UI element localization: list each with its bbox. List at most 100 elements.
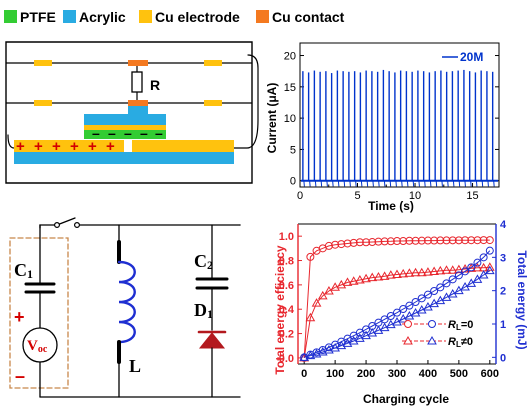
y-left-tick-label: 0.8 <box>279 256 294 268</box>
data-point-circle <box>343 239 352 248</box>
x-tick-label: 300 <box>388 368 406 380</box>
x-tick-label: 15 <box>466 190 478 202</box>
current-undershoot <box>481 180 484 187</box>
series-line <box>304 270 491 358</box>
data-point-circle <box>473 236 482 245</box>
energy-chart-y-right-tick-labels: 0 1 2 3 4 <box>500 219 507 364</box>
legend-label-acrylic: Acrylic <box>79 9 126 25</box>
data-point-triangle <box>330 282 340 291</box>
legend-label-ptfe: PTFE <box>20 9 56 25</box>
energy-chart-y-left-tick-labels: 0.0 0.2 0.4 0.6 0.8 1.0 <box>279 231 295 365</box>
data-point-circle <box>430 236 439 245</box>
current-undershoot <box>429 180 432 187</box>
inductor-label: L <box>129 356 141 376</box>
data-point-triangle <box>342 338 353 347</box>
data-point-circle <box>454 236 463 245</box>
resistor <box>131 71 143 93</box>
switch-contact-left[interactable] <box>53 222 60 229</box>
legend-label-rl-zero: RL=0 <box>448 319 473 332</box>
current-undershoot <box>343 180 346 187</box>
y-tick-label: 10 <box>284 113 296 125</box>
current-undershoot <box>464 180 466 187</box>
c2-label: C2 <box>194 251 213 272</box>
data-point-circle <box>485 236 494 245</box>
data-point-circle <box>386 312 395 320</box>
y-tick-label: 5 <box>290 144 296 156</box>
data-point-triangle <box>361 330 371 340</box>
y-left-tick-label: 0.6 <box>279 280 294 292</box>
current-undershoot <box>493 180 495 187</box>
data-point-circle <box>485 246 494 255</box>
diode-triangle <box>198 332 226 349</box>
data-point-circle <box>467 236 476 245</box>
positive-charge: + <box>70 138 79 155</box>
data-point-triangle <box>311 298 322 307</box>
data-point-triangle <box>361 273 371 283</box>
series-line <box>303 239 490 358</box>
data-point-triangle <box>454 264 464 274</box>
data-point-triangle <box>324 344 334 354</box>
schematic-outer-wire <box>5 41 253 184</box>
data-point-circle <box>374 237 383 246</box>
legend-marker-triangle-red <box>403 335 413 345</box>
data-point-circle <box>368 238 377 247</box>
data-point-triangle <box>355 333 365 342</box>
current-chart-ticks <box>299 55 499 187</box>
data-point-triangle <box>373 271 384 281</box>
current-chart: Current (μA) Time (s) 0 5 10 15 20 0 5 1… <box>265 42 500 213</box>
legend-swatch-ptfe <box>4 10 17 23</box>
current-undershoot <box>314 180 317 187</box>
x-tick-label: 5 <box>354 190 360 202</box>
current-chart-x-tick-labels: 0 5 10 15 <box>297 190 479 202</box>
cu-contact-top <box>128 60 148 66</box>
current-chart-plot <box>301 69 498 187</box>
data-point-circle <box>337 240 346 249</box>
data-point-circle <box>479 236 488 245</box>
current-undershoot <box>475 180 478 187</box>
data-point-circle <box>423 236 432 245</box>
contact-pad-tr <box>204 60 222 66</box>
data-point-circle <box>461 236 470 245</box>
data-point-triangle <box>305 312 316 322</box>
positive-charge: + <box>88 138 97 155</box>
current-undershoot <box>458 180 461 187</box>
data-point-triangle <box>348 335 359 345</box>
negative-charge: – <box>92 125 100 141</box>
current-chart-y-tick-labels: 0 5 10 15 20 <box>284 51 296 188</box>
legend-marker-circle-blue <box>428 320 436 328</box>
y-left-tick-label: 0.0 <box>279 353 294 365</box>
data-point-circle <box>393 308 401 317</box>
contact-pad-ml <box>34 100 52 106</box>
y-tick-label: 20 <box>284 51 296 63</box>
data-point-circle <box>362 238 371 247</box>
data-point-triangle <box>484 262 495 271</box>
data-point-circle <box>349 238 358 247</box>
cu-contact-bottom <box>128 100 148 106</box>
energy-legend: RL=0 RL≠0 <box>402 319 473 349</box>
device-schematic: R – – – – – + + + + + + <box>5 41 259 184</box>
current-undershoot <box>424 180 426 187</box>
current-undershoot <box>412 180 415 187</box>
switch-contact-right[interactable] <box>73 222 80 229</box>
data-point-circle <box>454 271 463 280</box>
ptfe-negative-charges: – – – – – <box>92 125 163 141</box>
current-undershoot <box>337 180 340 187</box>
positive-charge: + <box>16 138 25 155</box>
current-undershoot <box>366 180 369 187</box>
data-point-triangle <box>317 346 328 356</box>
data-point-circle <box>324 241 333 250</box>
data-point-circle <box>386 237 395 246</box>
legend-entry-rl-nonzero: RL≠0 <box>402 335 473 349</box>
current-undershoot <box>487 180 489 187</box>
data-point-circle <box>349 331 358 340</box>
data-point-circle <box>405 301 414 310</box>
data-point-circle <box>411 236 420 245</box>
data-point-triangle <box>336 340 347 350</box>
electrode-positive-charges: + + + + + + <box>16 138 115 155</box>
data-point-triangle <box>367 272 378 282</box>
legend-entry-rl-zero: RL=0 <box>402 319 473 332</box>
negative-charge: – <box>155 125 163 141</box>
negative-charge: – <box>124 125 132 141</box>
data-point-triangle <box>342 277 353 286</box>
legend-marker-circle-red <box>404 320 412 328</box>
